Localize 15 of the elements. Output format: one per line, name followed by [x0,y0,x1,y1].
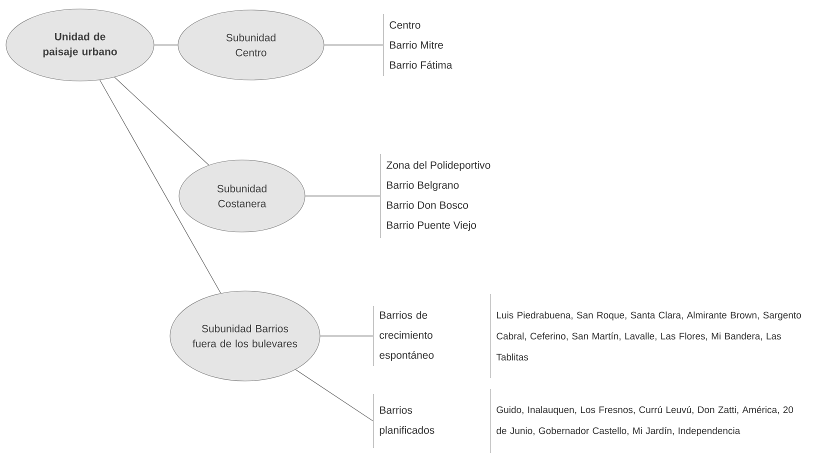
bracketed-list: Luis Piedrabuena, San Roque, Santa Clara, Almirante Brown, Sargento Cabral, Ceferino, San Martín, Lavalle, Las Flores, Mi Bandera, Las Tablitas [490,294,801,378]
connector-line [154,44,178,46]
bracketed-list: Barrios de crecimiento espontáneo [373,306,434,366]
connector-line [295,369,374,422]
ellipse-node: Subunidad Barrios fuera de los bulevares [170,290,320,382]
ellipse-node: Unidad de paisaje urbano [6,8,154,82]
connector-line [324,44,384,46]
bracketed-list: Zona del Polideportivo Barrio Belgrano Barrio Don Bosco Barrio Puente Viejo [380,154,490,238]
ellipse-node: Subunidad Centro [178,10,324,80]
connector-line [114,76,210,166]
connector-line [99,80,222,294]
bracketed-list: Centro Barrio Mitre Barrio Fátima [383,14,452,76]
ellipse-node: Subunidad Costanera [178,160,306,232]
bracketed-list: Barrios planificados [373,394,434,448]
bracketed-list: Guido, Inalauquen, Los Fresnos, Currú Leuvú, Don Zatti, América, 20 de Junio, Gobernador Castello, Mi Jardín, Independencia [490,389,794,453]
